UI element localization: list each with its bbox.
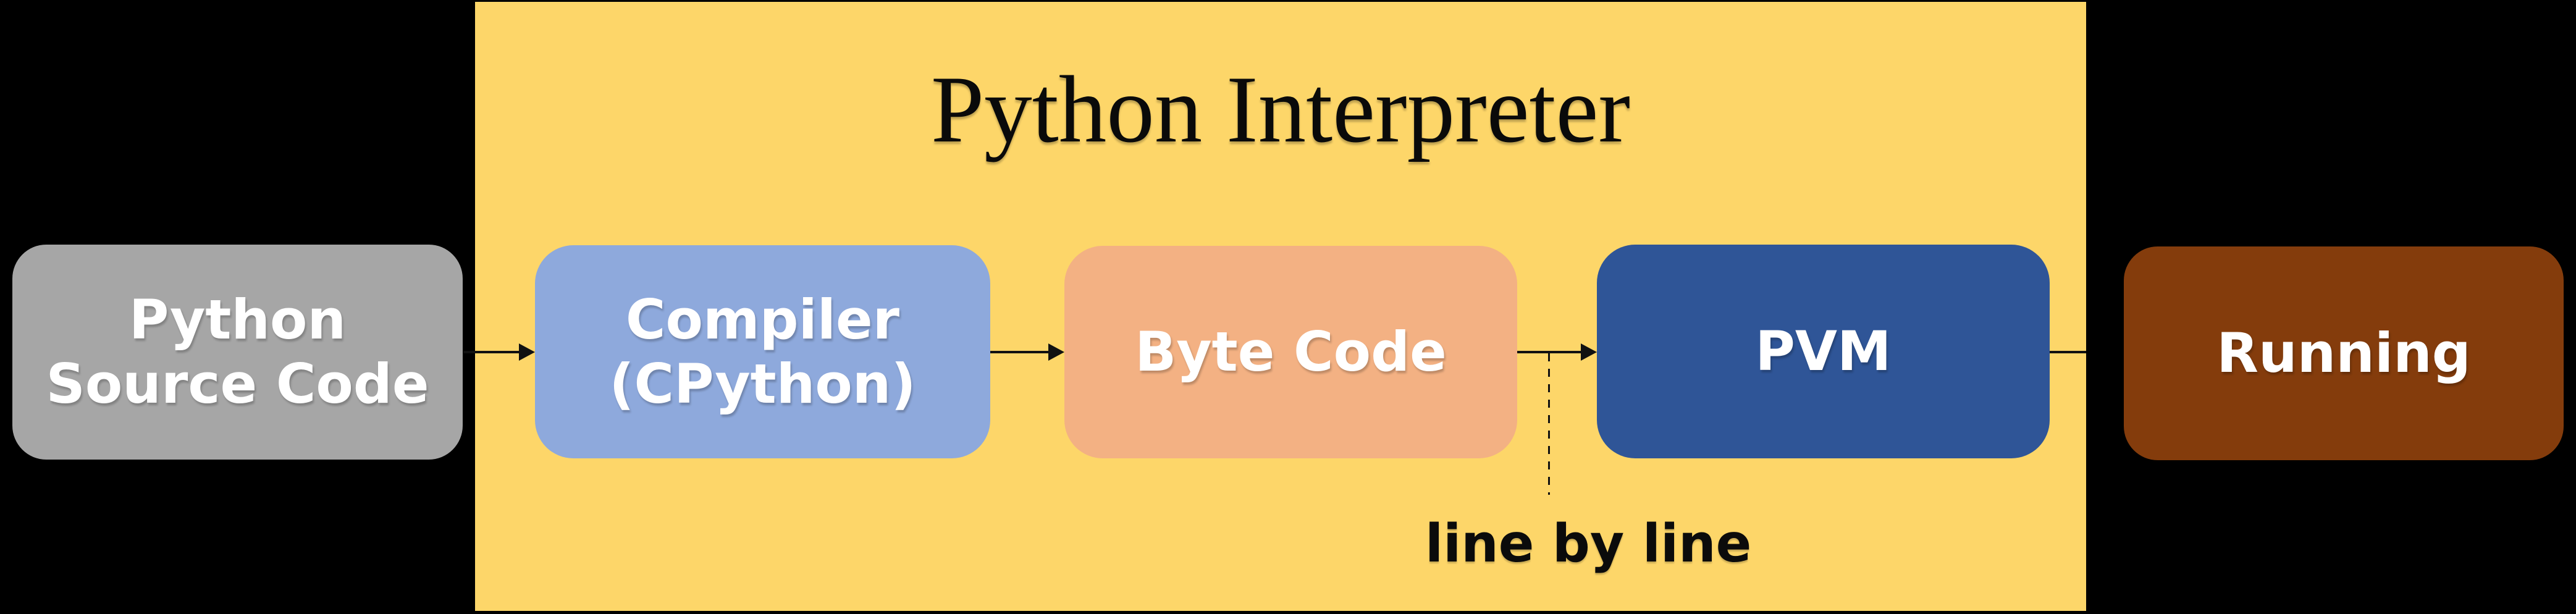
connector-pvm-to-running-line	[2050, 351, 2086, 353]
arrow-source-to-compiler-head	[519, 343, 535, 361]
arrow-bytecode-to-pvm-head	[1581, 343, 1597, 361]
arrow-source-to-compiler-line	[463, 351, 520, 353]
arrow-compiler-to-bytecode-line	[990, 351, 1050, 353]
node-label-line: Running	[2216, 321, 2471, 385]
node-compiler: Compiler (CPython)	[535, 245, 990, 458]
dashed-callout-line	[1548, 353, 1550, 495]
panel-title: Python Interpreter	[931, 56, 1630, 162]
node-byte-code: Byte Code	[1064, 246, 1517, 458]
node-running: Running	[2124, 246, 2564, 460]
node-label-line: PVM	[1755, 319, 1892, 384]
node-label-line: Source Code	[46, 352, 429, 416]
node-python-source-code: Python Source Code	[12, 245, 463, 460]
arrow-compiler-to-bytecode-head	[1048, 343, 1064, 361]
node-label-line: Byte Code	[1135, 320, 1447, 384]
annotation-line-by-line: line by line	[1425, 513, 1752, 574]
node-label-line: Python	[128, 288, 347, 352]
arrow-bytecode-to-pvm-line	[1517, 351, 1582, 353]
node-label-line: (CPython)	[609, 351, 916, 416]
node-pvm: PVM	[1597, 245, 2050, 458]
node-label-line: Compiler	[625, 287, 900, 351]
